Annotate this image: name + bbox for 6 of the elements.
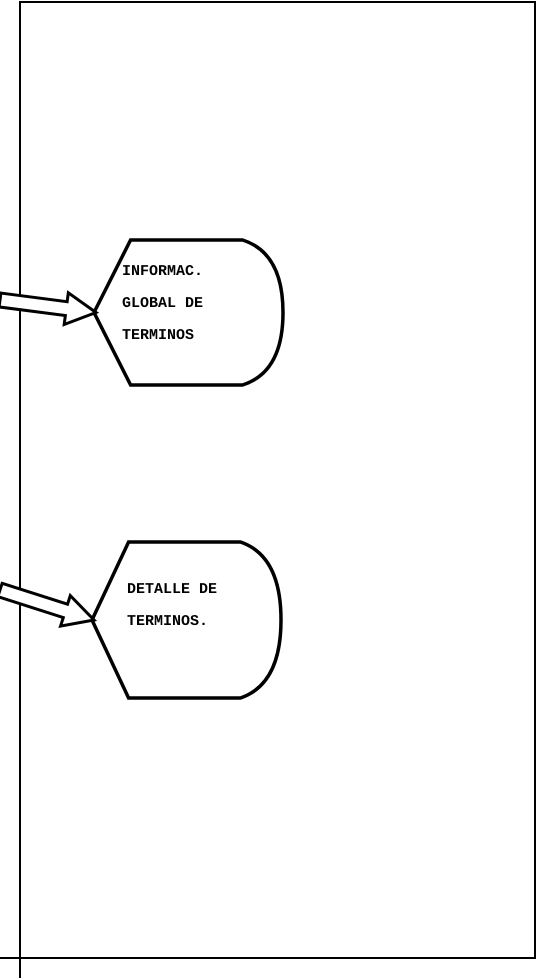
node-label: INFORMAC. GLOBAL DE TERMINOS: [122, 262, 204, 346]
block-arrow: [0, 581, 98, 628]
display-shape: [92, 238, 285, 387]
display-shape: [90, 540, 283, 700]
block-arrow: [0, 290, 100, 327]
node-label: DETALLE DE TERMINOS.: [127, 580, 218, 632]
